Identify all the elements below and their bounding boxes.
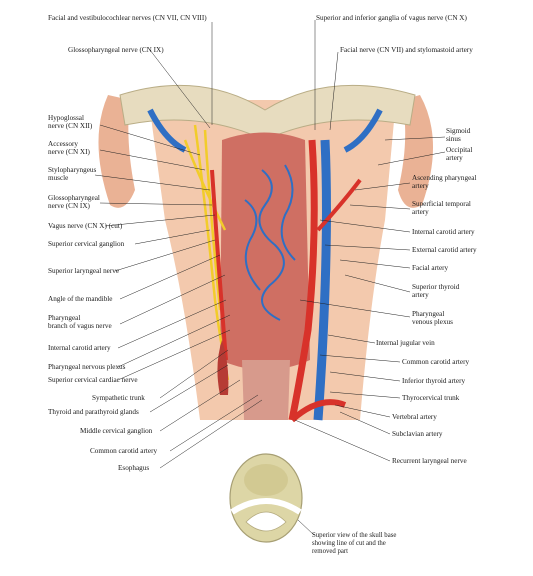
label-facial-nerve-stylomastoid: Facial nerve (CN VII) and stylomastoid a… (340, 46, 473, 54)
label-internal-carotid-artery-left: Internal carotid artery (48, 344, 111, 352)
leader-lines (94, 20, 446, 469)
label-superficial-temporal-artery: Superficial temporal artery (412, 200, 471, 217)
subclavian-artery (290, 399, 347, 423)
label-common-carotid-artery-right: Common carotid artery (402, 358, 470, 366)
esophagus (242, 360, 290, 420)
label-vagus-nerve-cut: Vagus nerve (CN X) (cut) (48, 222, 123, 230)
internal-jugular-vein (313, 139, 331, 421)
venous-plexus (244, 164, 296, 321)
label-ascending-pharyngeal-artery: Ascending pharyngeal artery (412, 174, 477, 191)
label-recurrent-laryngeal-nerve: Recurrent laryngeal nerve (392, 457, 467, 465)
label-superior-laryngeal-nerve: Superior laryngeal nerve (48, 267, 120, 275)
label-superior-thyroid-artery: Superior thyroid artery (412, 283, 460, 300)
label-glossopharyngeal-nerve: Glossopharyngeal nerve (CN IX) (48, 194, 100, 211)
label-subclavian-artery: Subclavian artery (392, 430, 443, 438)
label-superior-inferior-ganglia-vagus: Superior and inferior ganglia of vagus n… (316, 14, 467, 22)
label-stylopharyngeus-muscle: Stylopharyngeus muscle (48, 166, 97, 183)
external-carotid-right (316, 178, 362, 232)
label-pharyngeal-branch-vagus: Pharyngeal branch of vagus nerve (48, 314, 112, 331)
label-glossopharyngeal-nerve-top: Glossopharyngeal nerve (CN IX) (68, 46, 164, 54)
internal-carotid-right (288, 139, 318, 421)
internal-carotid-left (210, 169, 228, 361)
label-facial-vestibulocochlear-nerves: Facial and vestibulocochlear nerves (CN … (48, 14, 207, 22)
label-thyrocervical-trunk: Thyrocervical trunk (402, 394, 460, 402)
thyroid-gland-left (217, 340, 229, 395)
label-inferior-thyroid-artery: Inferior thyroid artery (402, 377, 466, 385)
label-external-carotid-artery: External carotid artery (412, 246, 477, 254)
label-vertebral-artery: Vertebral artery (392, 413, 437, 421)
sigmoid-sinus-right (343, 108, 383, 153)
label-angle-of-mandible: Angle of the mandible (48, 295, 113, 303)
label-middle-cervical-ganglion: Middle cervical ganglion (80, 427, 153, 435)
label-common-carotid-artery-left: Common carotid artery (90, 447, 158, 455)
pharynx (220, 132, 310, 370)
label-internal-carotid-artery-right: Internal carotid artery (412, 228, 475, 236)
skull-base (119, 84, 416, 141)
label-internal-jugular-vein: Internal jugular vein (376, 339, 435, 347)
label-thyroid-parathyroid-glands: Thyroid and parathyroid glands (48, 408, 139, 416)
inset-caption: Superior view of the skull base showing … (312, 532, 397, 555)
label-esophagus: Esophagus (118, 464, 150, 472)
label-occipital-artery: Occipital artery (446, 146, 473, 163)
label-pharyngeal-venous-plexus: Pharyngeal venous plexus (412, 310, 453, 327)
label-pharyngeal-nervous-plexus: Pharyngeal nervous plexus (48, 363, 126, 371)
label-sympathetic-trunk: Sympathetic trunk (92, 394, 145, 402)
label-hypoglossal-nerve: Hypoglossal nerve (CN XII) (48, 114, 93, 131)
label-superior-cervical-ganglion: Superior cervical ganglion (48, 240, 125, 248)
label-superior-cervical-cardiac-nerve: Superior cervical cardiac nerve (48, 376, 138, 384)
label-accessory-nerve: Accessory nerve (CN XI) (48, 140, 90, 157)
label-facial-artery: Facial artery (412, 264, 449, 272)
sigmoid-sinus-left (147, 108, 187, 153)
label-sigmoid-sinus: Sigmoid sinus (446, 127, 471, 144)
